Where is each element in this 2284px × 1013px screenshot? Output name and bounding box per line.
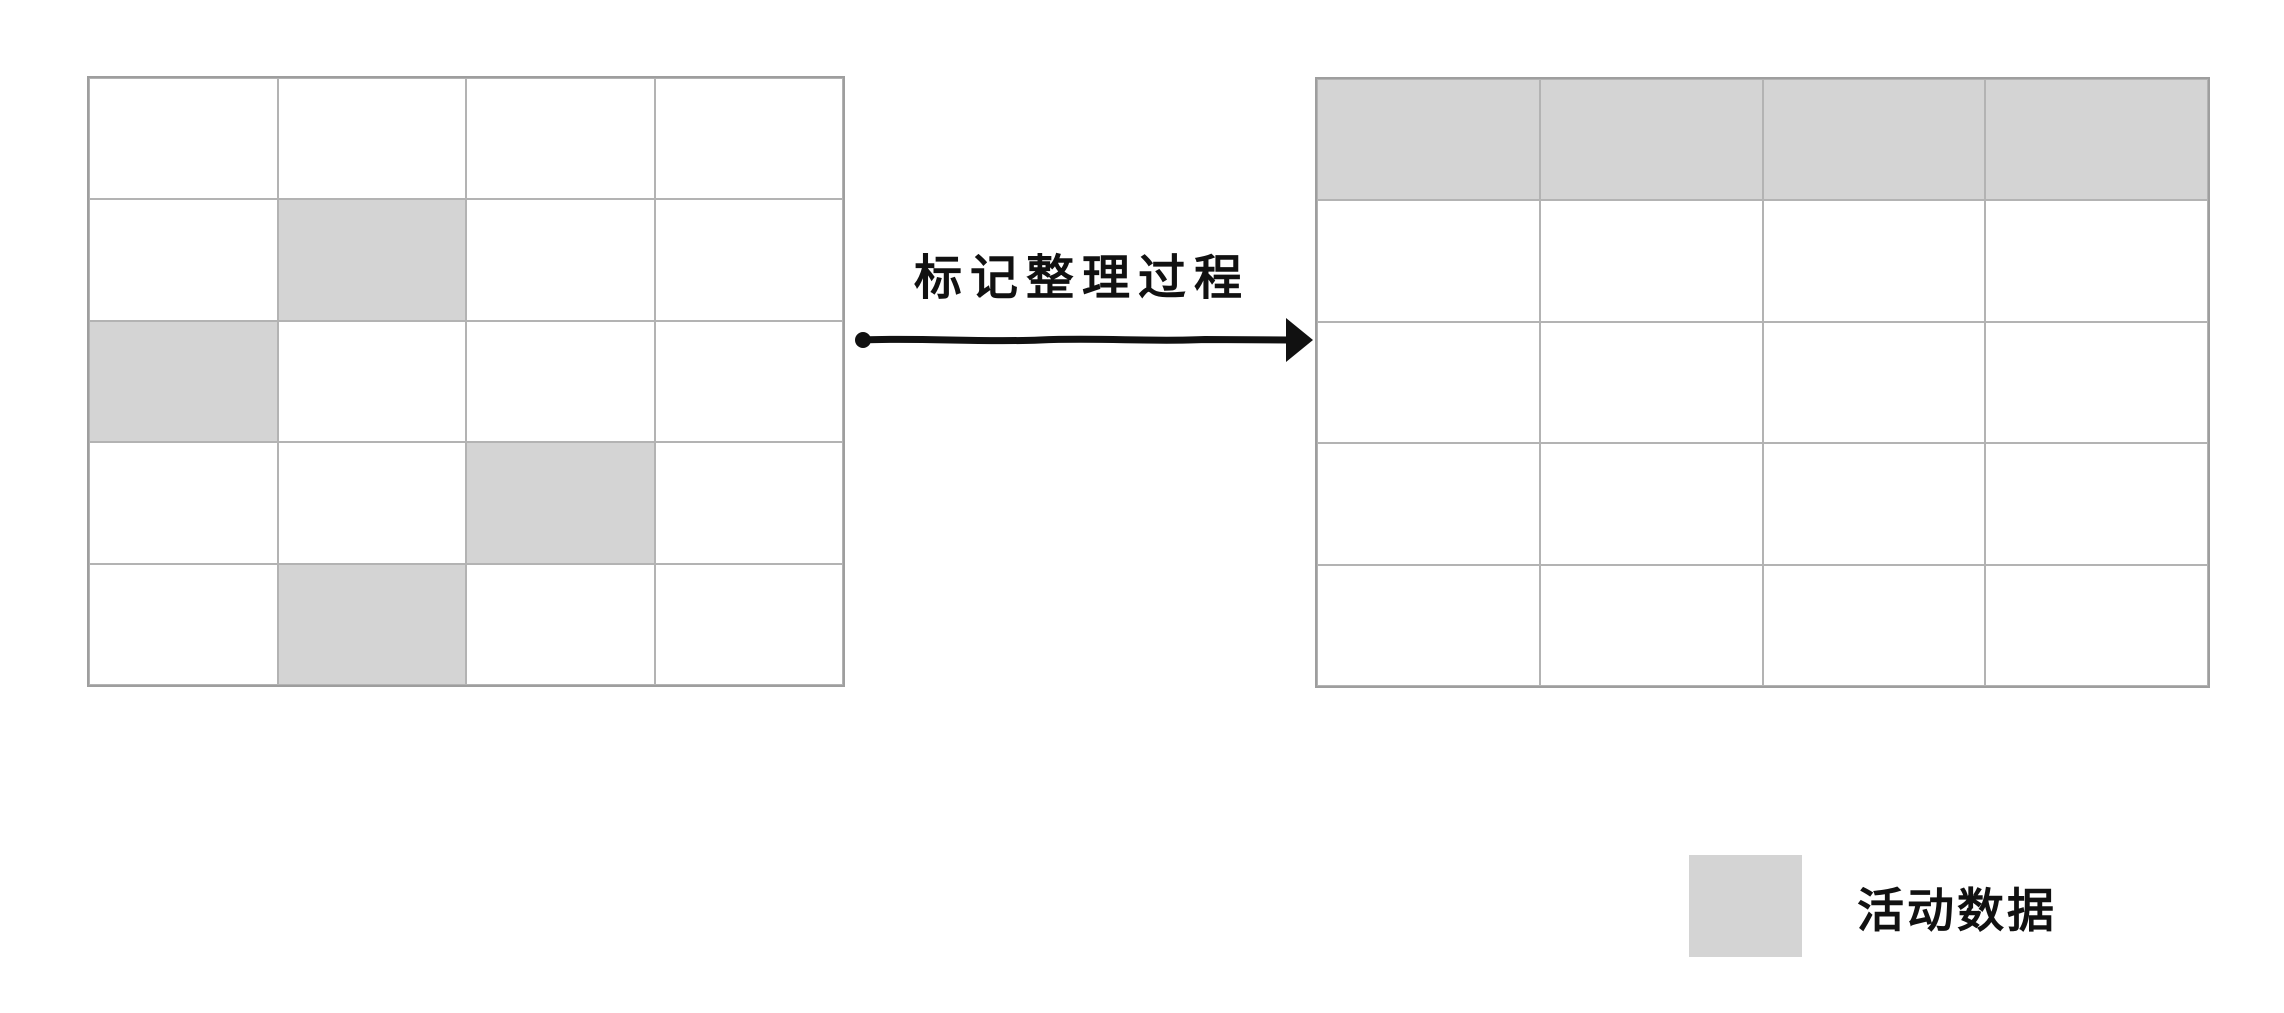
grid-cell-active: [277, 199, 466, 321]
grid-cell: [89, 199, 278, 321]
process-label: 标记整理过程: [913, 250, 1250, 306]
grid-cell: [1985, 321, 2208, 444]
grid-cell-active: [277, 563, 466, 685]
grid-cell: [1762, 443, 1986, 565]
grid-cell-active: [466, 442, 655, 564]
grid-cell: [1762, 564, 1986, 686]
grid-cell: [277, 442, 466, 564]
grid-cell: [1762, 200, 1986, 322]
grid-cell: [1985, 564, 2208, 686]
grid-cell: [466, 78, 655, 200]
grid-cell: [466, 320, 655, 443]
grid-cell: [1317, 200, 1540, 322]
grid-cell: [89, 563, 278, 685]
grid-cell: [277, 78, 466, 200]
grid-cell: [466, 199, 655, 321]
process-arrow: [850, 301, 1315, 379]
grid-cell: [654, 78, 843, 200]
grid-cell: [1762, 321, 1986, 444]
arrow-right-icon: [855, 318, 1313, 362]
grid-cell-active: [1762, 79, 1986, 201]
grid-cell: [89, 442, 278, 564]
grid-cell: [466, 563, 655, 685]
grid-cell: [654, 442, 843, 564]
grid-cell: [1539, 321, 1763, 444]
grid-cell: [1985, 200, 2208, 322]
grid-cell: [1539, 564, 1763, 686]
grid-cell: [1317, 443, 1540, 565]
grid-cell-active: [1539, 79, 1763, 201]
grid-cell-active: [89, 320, 278, 443]
grid-cell: [654, 320, 843, 443]
memory-grid-before: [87, 76, 845, 687]
legend: 活动数据: [1689, 855, 2057, 957]
grid-cell-active: [1317, 79, 1540, 201]
grid-cell: [1985, 443, 2208, 565]
memory-grid-after: [1315, 77, 2210, 688]
grid-cell: [1317, 321, 1540, 444]
grid-cell: [277, 320, 466, 443]
grid-cell: [1539, 443, 1763, 565]
legend-active-data-swatch: [1689, 855, 1802, 957]
grid-cell: [1317, 564, 1540, 686]
grid-cell: [1539, 200, 1763, 322]
legend-label: 活动数据: [1857, 883, 2057, 939]
grid-cell-active: [1985, 79, 2208, 201]
grid-cell: [654, 563, 843, 685]
grid-cell: [654, 199, 843, 321]
grid-cell: [89, 78, 278, 200]
